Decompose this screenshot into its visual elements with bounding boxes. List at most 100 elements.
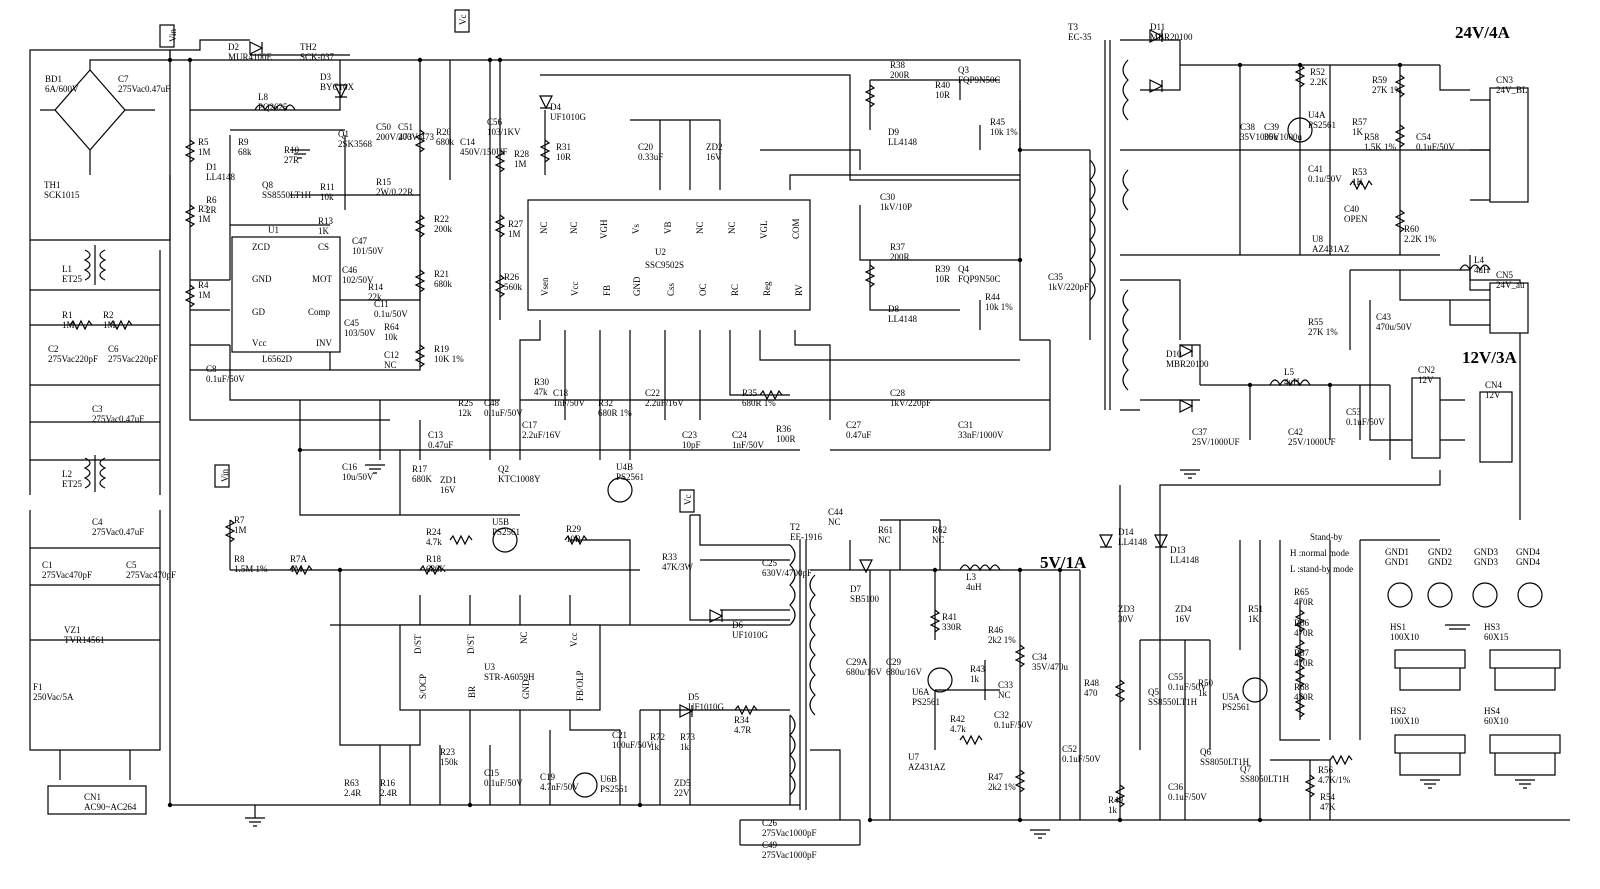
- r36-ref: R36: [776, 424, 792, 434]
- r39-value: 10R: [935, 274, 950, 284]
- r45-value: 10k 1%: [990, 127, 1018, 137]
- r53-value: 1K: [1352, 177, 1364, 187]
- gnd2-ref: GND2: [1428, 547, 1452, 557]
- l-mode-label: L :stand-by mode: [1290, 564, 1353, 574]
- d14-value: LL4148: [1118, 537, 1147, 547]
- c49-value: 275Vac1000pF: [762, 850, 817, 860]
- common-mode-chokes: [83, 245, 107, 492]
- c47-value: 101/50V: [352, 246, 384, 256]
- r47-ref: R47: [988, 772, 1004, 782]
- q8-value: SS8550LT1H: [262, 190, 312, 200]
- u2-pin-bot-2: Vcc: [570, 282, 580, 297]
- c6-value: 275Vac220pF: [108, 354, 158, 364]
- r61-ref: R61: [878, 525, 893, 535]
- c15-value: 0.1uF/50V: [484, 778, 523, 788]
- c18-ref: C18: [553, 388, 569, 398]
- c35-ref: C35: [1048, 272, 1064, 282]
- c33-ref: C33: [998, 680, 1014, 690]
- c7-ref: C7: [118, 74, 129, 84]
- r7-ref: R7: [234, 515, 245, 525]
- cn3-body: [1489, 87, 1529, 203]
- u1-ref: U1: [268, 225, 279, 235]
- t2-value: EE-1916: [790, 532, 822, 542]
- c29a-ref: C29A: [846, 657, 868, 667]
- r7a-value: 1M: [290, 564, 303, 574]
- c2-value: 275Vac220pF: [48, 354, 98, 364]
- c11-value: 0.1u/50V: [374, 309, 408, 319]
- r33-ref: R33: [662, 552, 678, 562]
- u7-ref: U7: [908, 752, 919, 762]
- h-mode-label: H :normal mode: [1290, 548, 1349, 558]
- r48-ref: R48: [1084, 678, 1100, 688]
- gnd4-ref: GND4: [1516, 547, 1540, 557]
- r29-value: 10R: [566, 534, 581, 544]
- u1-pin-gnd: GND: [252, 274, 272, 284]
- r56-ref: R56: [1318, 765, 1334, 775]
- u6b-value: PS2561: [600, 784, 628, 794]
- r21-value: 680k: [434, 279, 453, 289]
- c7-value: 275Vac0.47uF: [118, 84, 170, 94]
- c34-ref: C34: [1032, 652, 1048, 662]
- r16-ref: R16: [380, 778, 396, 788]
- gnd1-ref: GND1: [1385, 547, 1409, 557]
- r73-value: 1k: [680, 742, 690, 752]
- l8-coil: [254, 104, 296, 112]
- u6a-value: PS2561: [912, 697, 940, 707]
- c41-ref: C41: [1308, 164, 1323, 174]
- u2-pin-bot-5: Css: [666, 282, 676, 296]
- q7-value: SS8050LT1H: [1240, 774, 1290, 784]
- c56-ref: C56: [487, 117, 503, 127]
- c22-value: 2.2uF/16V: [645, 398, 684, 408]
- d1-ref: D1: [206, 162, 217, 172]
- r52-value: 2.2K: [1310, 77, 1328, 87]
- r73-ref: R73: [680, 732, 696, 742]
- zd3-ref: ZD3: [1118, 604, 1135, 614]
- r45-ref: R45: [990, 117, 1006, 127]
- c45-ref: C45: [344, 318, 360, 328]
- r40-value: 10R: [935, 90, 950, 100]
- c26-value: 275Vac1000pF: [762, 828, 817, 838]
- u3-value: STR-A6059H: [484, 672, 535, 682]
- r38-ref: R38: [890, 60, 906, 70]
- r22-ref: R22: [434, 214, 449, 224]
- r47-value: 2k2 1%: [988, 782, 1016, 792]
- r21-ref: R21: [434, 269, 449, 279]
- r27-ref: R27: [508, 219, 524, 229]
- hs1-ref: HS1: [1390, 622, 1406, 632]
- u3-pin-vcc: Vcc: [569, 633, 579, 648]
- c52-ref: C52: [1062, 744, 1077, 754]
- c23-value: 10pF: [682, 440, 701, 450]
- u2-pin-bot-9: RV: [794, 284, 804, 296]
